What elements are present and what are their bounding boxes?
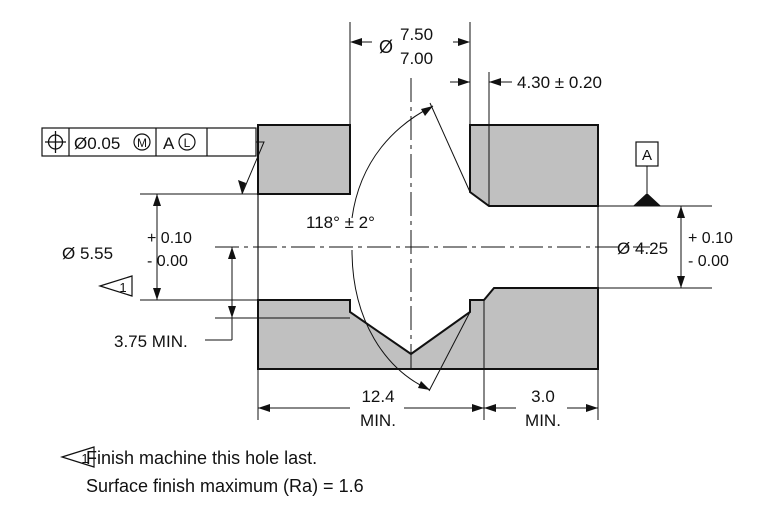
right-dia-text: Ø 4.25 [617, 239, 668, 258]
datum-label: A [642, 147, 652, 164]
right-tol-upper: + 0.10 [688, 230, 733, 247]
top-dia-lower: 7.00 [400, 49, 433, 68]
feature-control-frame: Ø0.05 M A L [41, 127, 257, 157]
lmc-modifier-icon [178, 133, 196, 151]
left-tol-lower: - 0.00 [147, 253, 188, 270]
position-icon [45, 131, 66, 153]
drill-angle-text: 118° ± 2° [306, 213, 375, 232]
part-cross-section [257, 124, 599, 370]
notes: 1 Finish machine this hole last. Surface… [59, 446, 364, 496]
top-dia-upper: 7.50 [400, 25, 433, 44]
fcf-datum: A [163, 134, 175, 153]
section-upper-left [257, 124, 351, 195]
flag-number: 1 [119, 280, 126, 295]
left-diameter-dimension [140, 193, 258, 301]
centerlines [215, 78, 650, 372]
cbore-depth-text: 4.30 ± 0.20 [517, 73, 602, 92]
top-dia-prefix: Ø [379, 37, 393, 57]
min-depth-text: 3.75 MIN. [114, 332, 188, 351]
note-1: Finish machine this hole last. [86, 448, 317, 468]
note-2: Surface finish maximum (Ra) = 1.6 [86, 476, 364, 496]
fcf-tolerance: Ø0.05 [74, 134, 120, 153]
note-flag-icon [59, 446, 95, 468]
depth-1-sub: MIN. [360, 411, 396, 430]
left-tol-upper: + 0.10 [147, 230, 192, 247]
right-tol-lower: - 0.00 [688, 253, 729, 270]
depth-2-text: 3.0 [531, 387, 555, 406]
bottom-depth-dimensions [257, 300, 599, 420]
depth-1-text: 12.4 [361, 387, 394, 406]
left-dia-text: Ø 5.55 [62, 244, 113, 263]
fcf-tol-modifier: M [137, 136, 147, 150]
datum-a-feature: A [633, 141, 661, 206]
flag-note-icon: 1 [97, 275, 133, 297]
datum-triangle [633, 193, 661, 206]
fcf-datum-modifier: L [184, 136, 191, 150]
note-flag-number: 1 [81, 451, 88, 466]
drill-angle-dimension [351, 102, 471, 392]
section-lower [257, 287, 599, 370]
fcf-leader [241, 141, 265, 195]
right-diameter-dimension [598, 205, 712, 289]
section-upper-right [469, 124, 599, 207]
depth-2-sub: MIN. [525, 411, 561, 430]
mmc-modifier-icon [133, 133, 151, 151]
